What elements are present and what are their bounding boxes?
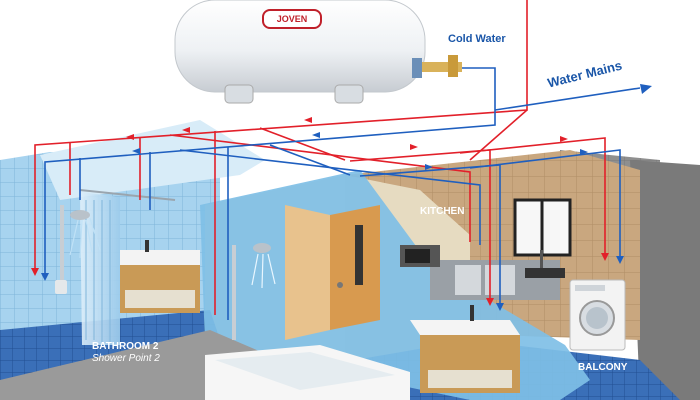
bathroom-2-vanity bbox=[120, 240, 200, 313]
kitchen-window bbox=[513, 198, 572, 257]
kitchen-sink bbox=[525, 250, 565, 278]
shower-curtain bbox=[79, 189, 176, 345]
main-door bbox=[285, 205, 380, 340]
water-heater bbox=[174, 0, 462, 104]
cold-water-label: Cold Water bbox=[448, 33, 506, 45]
washing-machine bbox=[569, 279, 626, 351]
heater-brand-logo: JOVEN bbox=[262, 9, 322, 29]
bathroom-label: BATHROOM 2 bbox=[92, 341, 159, 352]
bathroom-label-group: BATHROOM 2 Shower Point 2 bbox=[92, 341, 160, 365]
pipe-arrows bbox=[31, 84, 652, 311]
balcony-label: BALCONY bbox=[578, 362, 628, 373]
main-vanity bbox=[410, 305, 520, 393]
bathtub bbox=[205, 345, 410, 400]
shower-point-2 bbox=[55, 205, 101, 294]
shower-point-label: Shower Point 2 bbox=[92, 353, 160, 364]
hot-water-pipes bbox=[34, 0, 606, 315]
main-shower bbox=[232, 243, 276, 340]
cold-water-pipes bbox=[44, 67, 641, 320]
kitchen-label: KITCHEN bbox=[420, 206, 465, 217]
